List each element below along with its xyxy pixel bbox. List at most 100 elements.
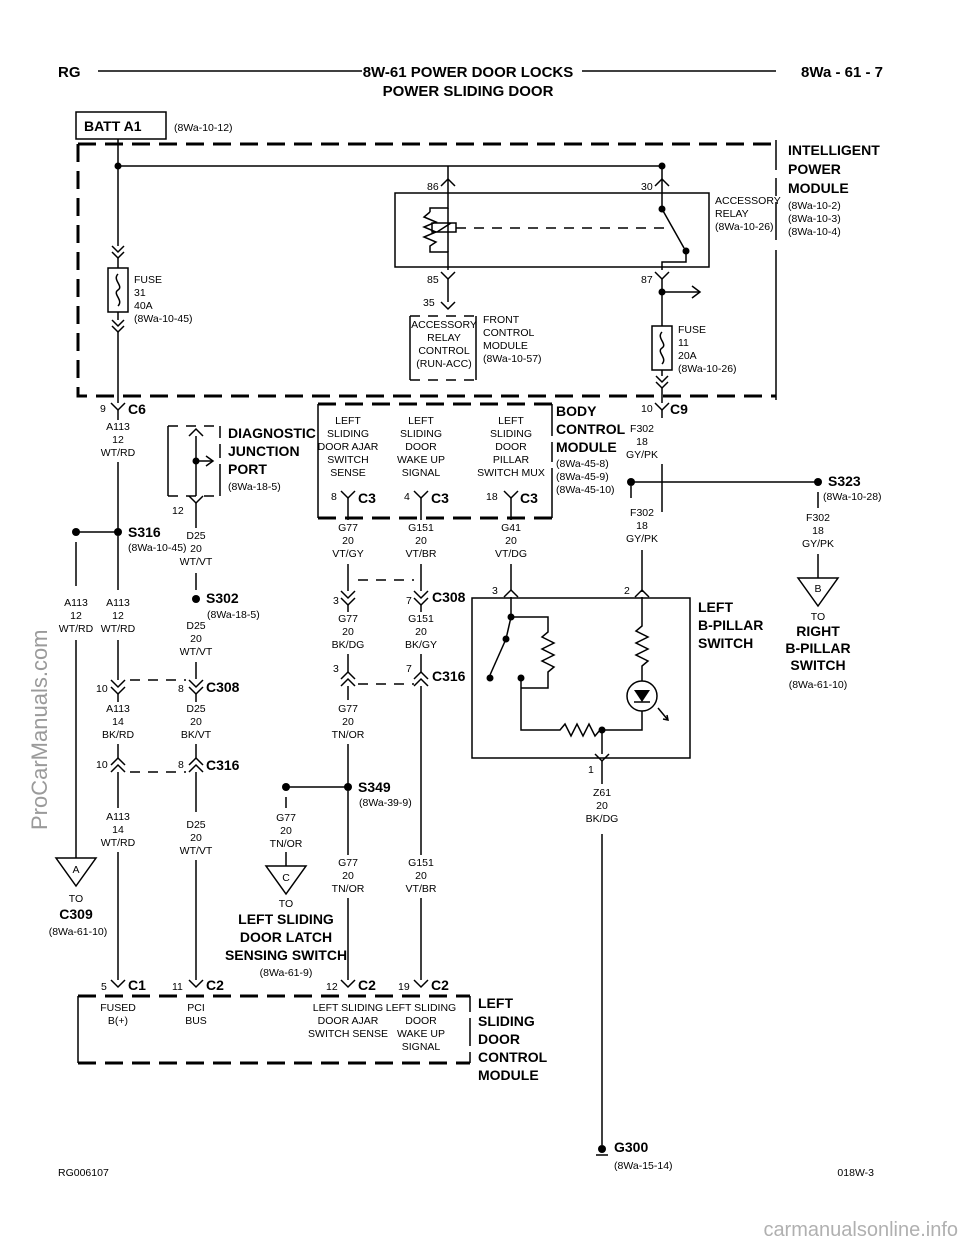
svg-text:BK/DG: BK/DG bbox=[332, 639, 365, 651]
batt-ref: (8Wa-10-12) bbox=[174, 122, 233, 134]
svg-text:TN/OR: TN/OR bbox=[332, 729, 365, 741]
svg-text:POWER: POWER bbox=[788, 161, 841, 177]
svg-text:20: 20 bbox=[190, 716, 202, 728]
svg-text:SWITCH SENSE: SWITCH SENSE bbox=[308, 1028, 388, 1040]
lsdcm-c1-label: C1 bbox=[128, 977, 146, 993]
svg-text:FUSE: FUSE bbox=[134, 274, 162, 286]
svg-text:G77: G77 bbox=[338, 703, 358, 715]
bcm-title: BODY CONTROL MODULE (8Wa-45-8) (8Wa-45-9… bbox=[556, 403, 626, 496]
svg-text:MODULE: MODULE bbox=[788, 180, 849, 196]
svg-text:40A: 40A bbox=[134, 300, 153, 312]
svg-text:DOOR: DOOR bbox=[405, 1015, 437, 1027]
bcm-c3-pin-18-num: 18 bbox=[486, 491, 498, 503]
svg-text:G41: G41 bbox=[501, 522, 521, 534]
relay30-pin bbox=[654, 177, 670, 187]
svg-text:SENSING SWITCH: SENSING SWITCH bbox=[225, 947, 347, 963]
svg-text:LEFT: LEFT bbox=[478, 995, 513, 1011]
side-watermark: ProCarManuals.com bbox=[27, 629, 52, 830]
svg-text:G77: G77 bbox=[276, 812, 296, 824]
a113-top-label: A113 12 WT/RD bbox=[96, 420, 140, 462]
svg-text:SIGNAL: SIGNAL bbox=[402, 1041, 441, 1053]
relay-coil-slash bbox=[436, 222, 452, 233]
relay-contact-arm bbox=[661, 208, 685, 249]
fuse31-element bbox=[115, 258, 121, 320]
bcm-input-wake: LEFT SLIDING DOOR WAKE UP SIGNAL bbox=[397, 415, 445, 479]
svg-text:VT/BR: VT/BR bbox=[406, 548, 437, 560]
svg-text:(8Wa-10-57): (8Wa-10-57) bbox=[483, 353, 542, 365]
a113-c-label: A113 14 BK/RD bbox=[102, 703, 135, 741]
bcm-c3-pin-8-num: 8 bbox=[331, 491, 337, 503]
svg-text:(8Wa-45-8): (8Wa-45-8) bbox=[556, 458, 609, 470]
g77-label-c: G77 20 TN/OR bbox=[332, 703, 365, 741]
svg-text:LEFT: LEFT bbox=[498, 415, 524, 427]
relay-pin-87: 87 bbox=[641, 274, 653, 286]
bpillar-lamp-ray bbox=[657, 707, 669, 721]
svg-text:LEFT SLIDING: LEFT SLIDING bbox=[386, 1002, 456, 1014]
svg-text:WT/RD: WT/RD bbox=[101, 447, 136, 459]
fuse11-bottom-arrow bbox=[655, 375, 669, 390]
g77-label-a: G77 20 VT/GY bbox=[332, 522, 364, 560]
svg-text:FUSE: FUSE bbox=[678, 324, 706, 336]
svg-text:20: 20 bbox=[505, 535, 517, 547]
lsdcm-c2-label-a: C2 bbox=[206, 977, 224, 993]
c308-label-b: C308 bbox=[432, 589, 466, 605]
bcm-c3-label-3: C3 bbox=[520, 490, 538, 506]
svg-text:14: 14 bbox=[112, 716, 124, 728]
svg-text:20: 20 bbox=[415, 626, 427, 638]
svg-text:(8Wa-10-45): (8Wa-10-45) bbox=[134, 313, 193, 325]
s316-label: S316 bbox=[128, 524, 161, 540]
svg-text:GY/PK: GY/PK bbox=[626, 533, 658, 545]
f302-label-b: F302 18 GY/PK bbox=[626, 507, 658, 545]
svg-text:(8Wa-45-9): (8Wa-45-9) bbox=[556, 471, 609, 483]
svg-text:SWITCH: SWITCH bbox=[790, 657, 845, 673]
g151-label-b: G151 20 BK/GY bbox=[405, 613, 437, 651]
bcm-c3-label-2: C3 bbox=[431, 490, 449, 506]
c308-g77-pin bbox=[340, 590, 356, 607]
a113-left-label: A113 12 WT/RD bbox=[59, 597, 94, 635]
fcm-pin bbox=[440, 301, 456, 311]
to-right-bpillar-triangle bbox=[796, 577, 840, 608]
svg-text:F302: F302 bbox=[630, 507, 654, 519]
c9-label: C9 bbox=[670, 401, 688, 417]
lsdcm-c2-pin-11 bbox=[188, 979, 204, 989]
djp-branch-arrow bbox=[205, 455, 215, 467]
f302-label-a: F302 18 GY/PK bbox=[626, 418, 664, 464]
svg-text:G77: G77 bbox=[338, 522, 358, 534]
svg-text:Z61: Z61 bbox=[593, 787, 611, 799]
svg-text:SWITCH MUX: SWITCH MUX bbox=[477, 467, 545, 479]
svg-text:WT/VT: WT/VT bbox=[180, 845, 213, 857]
svg-text:DOOR: DOOR bbox=[495, 441, 527, 453]
to-c309-ref: (8Wa-61-10) bbox=[49, 926, 108, 938]
svg-text:DIAGNOSTIC: DIAGNOSTIC bbox=[228, 425, 316, 441]
svg-text:CONTROL: CONTROL bbox=[478, 1049, 548, 1065]
lsdcm-ajar-label: LEFT SLIDING DOOR AJAR SWITCH SENSE bbox=[308, 1002, 388, 1040]
svg-text:BK/RD: BK/RD bbox=[102, 729, 135, 741]
c316-label-a: C316 bbox=[206, 757, 240, 773]
svg-text:F302: F302 bbox=[630, 423, 654, 435]
lsdcm-c2-pin-19 bbox=[413, 979, 429, 989]
svg-text:RELAY: RELAY bbox=[715, 208, 749, 220]
c6-label: C6 bbox=[128, 401, 146, 417]
lsdcm-c2-pin-11-num: 11 bbox=[172, 981, 183, 993]
bcm-c3-pin-4-num: 4 bbox=[404, 491, 410, 503]
relay86-pin bbox=[440, 177, 456, 187]
bcm-enclosure bbox=[318, 402, 552, 520]
bpillar-pin-3-num: 3 bbox=[492, 585, 498, 597]
c9-pin-num: 10 bbox=[641, 403, 653, 415]
djp-bottom-pin bbox=[188, 495, 204, 505]
c308-a113-pin bbox=[110, 679, 126, 696]
svg-text:VT/DG: VT/DG bbox=[495, 548, 527, 560]
svg-text:SLIDING: SLIDING bbox=[490, 428, 532, 440]
svg-text:18: 18 bbox=[636, 520, 648, 532]
g300-label: G300 bbox=[614, 1139, 648, 1155]
svg-text:G151: G151 bbox=[408, 857, 434, 869]
svg-text:G151: G151 bbox=[408, 522, 434, 534]
bpillar-return bbox=[601, 711, 643, 754]
lsdcm-c1-pin bbox=[110, 979, 126, 989]
bpillar-lamp-diode bbox=[634, 690, 650, 702]
relay-label: ACCESSORY RELAY (8Wa-10-26) bbox=[715, 195, 781, 233]
svg-text:12: 12 bbox=[112, 434, 124, 446]
bpillar-pin-1-num: 1 bbox=[588, 764, 594, 776]
svg-text:20A: 20A bbox=[678, 350, 697, 362]
c9-pin bbox=[654, 402, 670, 412]
